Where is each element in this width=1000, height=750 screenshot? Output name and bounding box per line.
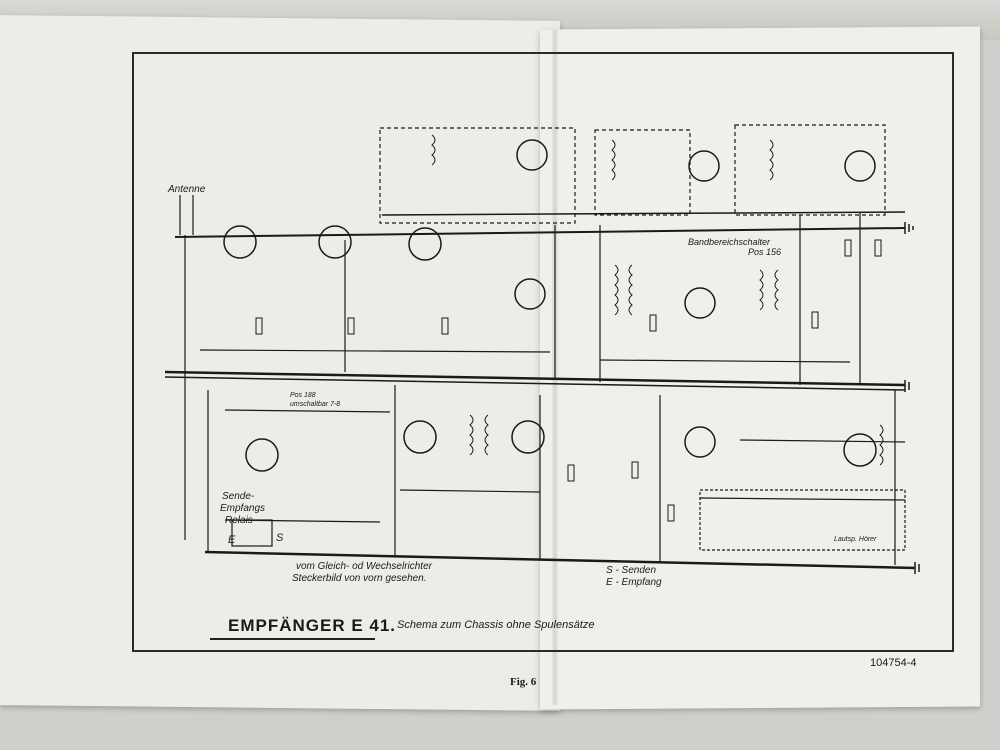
- send-mode-label: S - Senden: [606, 565, 657, 576]
- wire-h5: [399, 489, 541, 493]
- tube-12: [843, 433, 877, 467]
- tube-6: [688, 150, 720, 182]
- tube-8: [684, 287, 716, 319]
- wire-h6: [224, 409, 391, 413]
- wire-h4: [699, 497, 906, 501]
- tube-4: [516, 139, 548, 171]
- supply-bus-bottom: [204, 550, 916, 570]
- plug-note: Steckerbild von vorn gesehen.: [292, 573, 427, 584]
- shield-block-3: [734, 124, 886, 216]
- resistor-1: [255, 317, 263, 335]
- wire-h7: [739, 439, 906, 443]
- relay-label-line2: Empfangs: [220, 503, 266, 514]
- tube-9: [403, 420, 437, 454]
- tube-2: [318, 225, 352, 259]
- receive-mode-label: E - Empfang: [606, 577, 662, 588]
- figure-label: Fig. 6: [510, 676, 537, 688]
- speaker-label: Lautsp. Hörer: [834, 536, 877, 543]
- band-switch-pos-label: Pos 156: [748, 247, 782, 257]
- resistor-10: [874, 239, 882, 257]
- output-stage-box: [699, 489, 906, 551]
- title-underline: [210, 638, 375, 640]
- document-subtitle: Schema zum Chassis ohne Spulensätze: [397, 619, 595, 631]
- tube-10: [511, 420, 545, 454]
- coil-7: [879, 424, 884, 466]
- coil-6: [484, 414, 489, 456]
- shield-block-2: [594, 129, 691, 216]
- ground-bus-lower: [164, 376, 906, 391]
- tube-1: [223, 225, 257, 259]
- resistor-7: [631, 461, 639, 479]
- resistor-9: [567, 464, 575, 482]
- resistor-8: [667, 504, 675, 522]
- coil-1: [614, 264, 619, 316]
- tube-5: [514, 278, 546, 310]
- document-number: 104754-4: [870, 657, 917, 669]
- relay-label-line1: Sende-: [222, 491, 255, 502]
- wire-h2: [599, 359, 851, 363]
- pos-note-2: umschaltbar 7-8: [290, 401, 341, 408]
- tube-13: [245, 438, 279, 472]
- resistor-2: [347, 317, 355, 335]
- coil-8: [611, 139, 616, 181]
- coil-2: [628, 264, 633, 316]
- coil-9: [769, 139, 774, 181]
- pos-note: Pos 188: [290, 392, 316, 399]
- resistor-5: [811, 311, 819, 329]
- coil-4: [774, 269, 779, 311]
- relay-coil: [231, 519, 273, 547]
- coil-10: [431, 134, 436, 166]
- relay-label-line3: Relais: [225, 515, 253, 526]
- relay-e-label: E: [228, 534, 236, 546]
- supply-bus-top: [174, 227, 906, 238]
- coil-3: [759, 269, 764, 311]
- relay-s-label: S: [276, 532, 284, 544]
- ground-symbols: [904, 222, 920, 574]
- antenna-label: Antenne: [168, 184, 206, 195]
- rectifier-note: vom Gleich- od Wechselrichter: [296, 561, 432, 572]
- ground-bus-upper: [164, 370, 906, 387]
- band-switch-label: Bandbereichschalter: [688, 237, 771, 247]
- resistor-6: [844, 239, 852, 257]
- hf-bus: [381, 211, 906, 216]
- drawing-frame: [132, 52, 954, 652]
- coil-5: [469, 414, 474, 456]
- tube-3: [408, 227, 442, 261]
- shield-block-1: [379, 127, 576, 224]
- wire-h1: [199, 349, 551, 353]
- resistor-4: [649, 314, 657, 332]
- document-title: EMPFÄNGER E 41.: [228, 616, 397, 635]
- tube-11: [684, 426, 716, 458]
- resistor-3: [441, 317, 449, 335]
- tube-7: [844, 150, 876, 182]
